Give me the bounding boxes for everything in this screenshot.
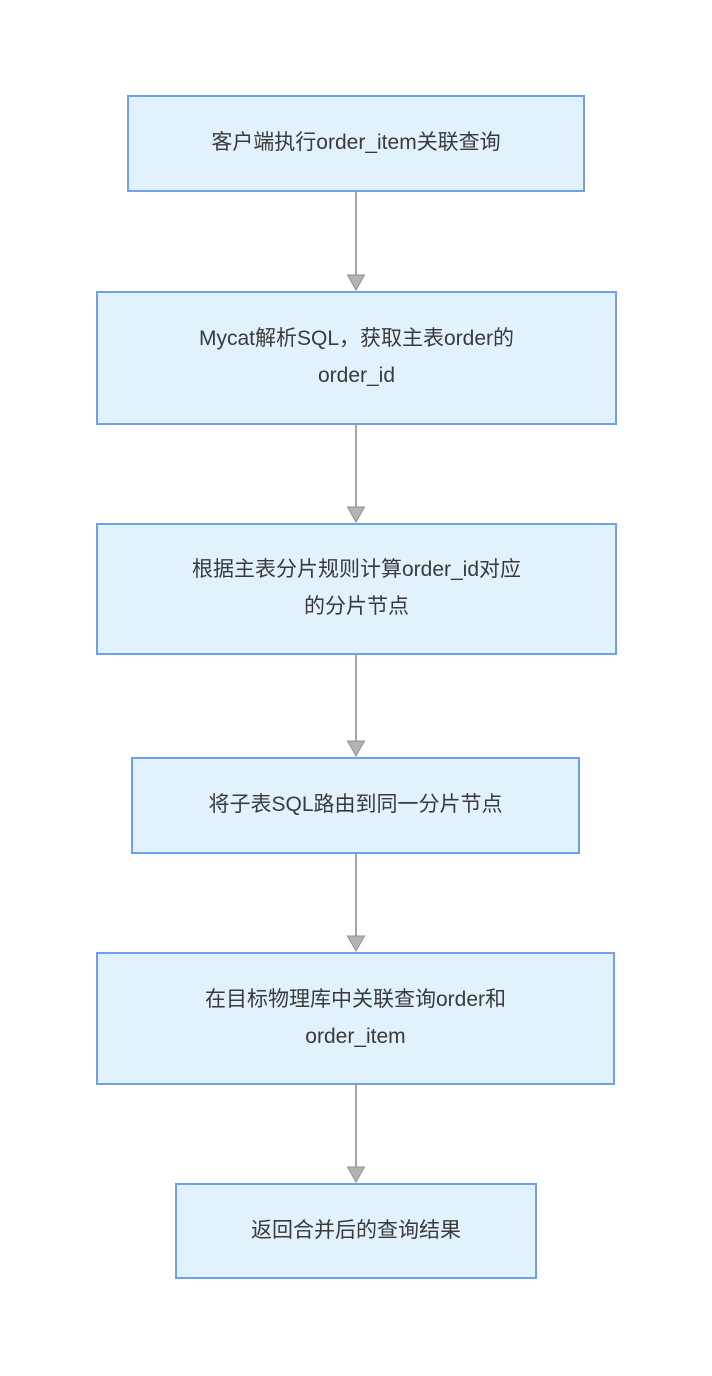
flow-arrow-1-2 [346, 192, 366, 292]
flow-node-return-merged-result: 返回合并后的查询结果 [175, 1183, 537, 1279]
flow-arrow-3-4 [346, 655, 366, 758]
flow-node-route-child-sql: 将子表SQL路由到同一分片节点 [131, 757, 580, 854]
flow-node-client-query: 客户端执行order_item关联查询 [127, 95, 585, 192]
flow-arrow-5-6 [346, 1085, 366, 1184]
flow-node-label: 返回合并后的查询结果 [251, 1218, 461, 1242]
flow-node-label: 将子表SQL路由到同一分片节点 [208, 793, 503, 817]
flow-node-mycat-parse-sql: Mycat解析SQL，获取主表order的 order_id [96, 291, 617, 425]
flow-node-join-in-physical-db: 在目标物理库中关联查询order和 order_item [96, 952, 615, 1085]
flow-arrow-2-3 [346, 425, 366, 524]
flow-node-label: 客户端执行order_item关联查询 [211, 131, 501, 155]
flow-node-label: Mycat解析SQL，获取主表order的 order_id [198, 327, 515, 387]
flow-node-label: 在目标物理库中关联查询order和 order_item [204, 987, 507, 1048]
flow-arrow-4-5 [346, 854, 366, 953]
flow-node-compute-shard-node: 根据主表分片规则计算order_id对应 的分片节点 [96, 523, 617, 655]
flow-node-label: 根据主表分片规则计算order_id对应 的分片节点 [191, 558, 522, 618]
